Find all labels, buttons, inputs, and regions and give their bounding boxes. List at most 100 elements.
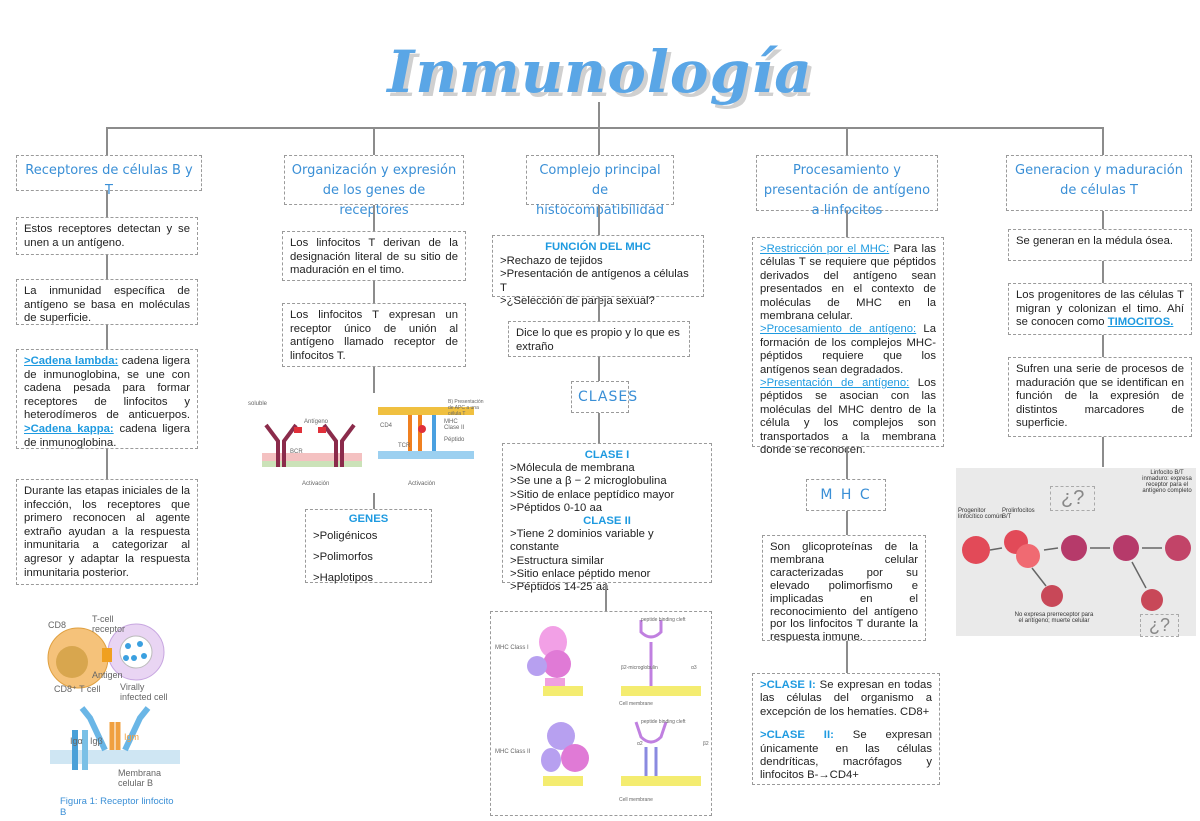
col5-box-maduracion: Sufren una serie de procesos de maduraci… bbox=[1008, 357, 1192, 437]
genes-title: GENES bbox=[348, 513, 389, 525]
col2-box-timo-text: Los linfocitos T derivan de la designaci… bbox=[290, 237, 458, 277]
timocitos-link[interactable]: TIMOCITOS. bbox=[1107, 316, 1174, 329]
mhc-label: M H C bbox=[820, 487, 872, 503]
col3-heading-text: Complejo principal de histocompatibilida… bbox=[536, 163, 664, 218]
connector bbox=[598, 205, 600, 235]
b2m-label: β2-microglobulin bbox=[621, 665, 658, 671]
col4-heading-text: Procesamiento y presentación de antígeno… bbox=[763, 163, 931, 218]
clase1-item: >Se une a β − 2 microglobulina bbox=[510, 475, 667, 488]
mhc-class-illustration bbox=[527, 620, 701, 786]
connector bbox=[598, 297, 600, 321]
col5-box-medula-text: Se generan en la médula ósea. bbox=[1016, 235, 1174, 247]
col1-box-inmunidad-text: La inmunidad específica de antígeno se b… bbox=[24, 285, 190, 325]
connector bbox=[846, 511, 848, 535]
branch-line bbox=[1102, 127, 1104, 155]
restriccion-text: Para las células T se requiere que pépti… bbox=[760, 243, 936, 323]
genes-item: >Poligénicos bbox=[313, 530, 378, 542]
genes-box: GENES >Poligénicos >Polimorfos >Haplotip… bbox=[305, 509, 432, 584]
tcell-figure: CD8 T-cell receptor Antigen CD8⁺ T cell … bbox=[40, 610, 170, 702]
connector bbox=[106, 255, 108, 279]
progenitor-label: Progenitor linfocítico común bbox=[958, 508, 1003, 520]
figure1-caption[interactable]: Figura 1: Receptor linfocito B bbox=[60, 796, 174, 818]
cadena-lambda-link[interactable]: >Cadena lambda: bbox=[24, 355, 119, 367]
col1-box-detect-text: Estos receptores detectan y se unen a un… bbox=[24, 223, 190, 249]
col1-box-inmunidad: La inmunidad específica de antígeno se b… bbox=[16, 279, 198, 325]
connector bbox=[1102, 437, 1104, 467]
trunk-line bbox=[598, 102, 600, 128]
col1-box-detect: Estos receptores detectan y se unen a un… bbox=[16, 217, 198, 255]
cell-membrane-label-2: Cell membrane bbox=[619, 797, 653, 803]
clases-label-box: CLASES bbox=[571, 381, 637, 413]
connector bbox=[1102, 335, 1104, 357]
fig-antigen-label: Antígeno bbox=[304, 419, 329, 425]
cd8-cell-label: CD8⁺ T cell bbox=[54, 684, 101, 694]
cd4-label: CD4 bbox=[380, 423, 393, 429]
connector bbox=[598, 413, 600, 443]
connector bbox=[598, 357, 600, 381]
membrane-label: Membrana celular B bbox=[118, 768, 162, 788]
tcell-illustration bbox=[47, 623, 165, 689]
glicoproteinas-box: Son glicoproteínas de la membrana celula… bbox=[762, 535, 926, 644]
connector bbox=[373, 281, 375, 303]
col5-heading: Generacion y maduración de células T bbox=[1006, 155, 1192, 211]
branch-line bbox=[846, 127, 848, 155]
col1-box-cadenas: >Cadena lambda: cadena ligera de inmunog… bbox=[16, 349, 198, 449]
cadena-kappa-link[interactable]: >Cadena kappa: bbox=[24, 422, 114, 435]
clase1-title: CLASE I bbox=[584, 449, 630, 461]
connector bbox=[106, 325, 108, 349]
a2-label: α2 bbox=[637, 741, 643, 747]
col5-box-medula: Se generan en la médula ósea. bbox=[1008, 229, 1192, 261]
connector bbox=[106, 191, 108, 217]
igb-label: Igβ bbox=[90, 736, 103, 746]
glicoproteinas-text: Son glicoproteínas de la membrana celula… bbox=[770, 541, 918, 644]
clase2-item: >Tiene 2 dominios variable y constante bbox=[510, 528, 654, 554]
b2-label: β2 bbox=[703, 741, 709, 747]
procesamiento-link[interactable]: >Procesamiento de antígeno: bbox=[760, 323, 917, 336]
genes-item: >Polimorfos bbox=[313, 551, 373, 563]
procesamiento-text: La formación de los complejos MHC-péptid… bbox=[760, 323, 936, 376]
funcion-item: >Presentación de antígenos a células T bbox=[500, 268, 689, 294]
no-expresa-label: No expresa prerreceptor para el antígeno… bbox=[1014, 612, 1094, 624]
col5-heading-text: Generacion y maduración de células T bbox=[1015, 163, 1183, 198]
propio-text: Dice lo que es propio y lo que es extrañ… bbox=[516, 327, 680, 353]
bcr-tcr-figure: soluble Antígeno BCR Activación B) Prese… bbox=[248, 393, 484, 493]
fig-tcr-label: TCR bbox=[398, 443, 411, 449]
presentacion-text: Los péptidos se asocian con las molécula… bbox=[760, 377, 936, 457]
bcell-receptor-figure: Igα Igβ Igm Membrana celular B Figura 1:… bbox=[50, 700, 180, 818]
main-horizontal-line bbox=[106, 127, 1103, 129]
branch-line bbox=[598, 127, 600, 155]
tcr-label: T-cell receptor bbox=[92, 614, 126, 634]
restriccion-mhc-link[interactable]: >Restricción por el MHC: bbox=[760, 243, 890, 255]
igm-label: Igm bbox=[124, 732, 140, 742]
connector bbox=[846, 447, 848, 479]
mhc-class-figure: peptide binding cleft MHC Class I β2-mic… bbox=[490, 611, 712, 816]
funcion-mhc-title: FUNCIÓN DEL MHC bbox=[545, 241, 651, 253]
col5-box-timocitos-text: Los progenitores de las células T migran… bbox=[1016, 289, 1184, 329]
question-mark-1: ¿? bbox=[1050, 486, 1096, 511]
branch-line bbox=[373, 127, 375, 155]
soluble-label: soluble bbox=[248, 401, 268, 407]
cleft2-label: peptide binding cleft bbox=[641, 719, 686, 725]
col2-box-receptor: Los linfocitos T expresan un receptor ún… bbox=[282, 303, 466, 367]
connector bbox=[846, 211, 848, 237]
clase2-title: CLASE II bbox=[583, 515, 631, 528]
activation-label-1: Activación bbox=[302, 481, 330, 487]
spacer bbox=[760, 719, 932, 729]
cadena-lambda-text: cadena ligera de inmunoglobina, se une c… bbox=[24, 355, 190, 422]
connector bbox=[1102, 261, 1104, 283]
col2-box-receptor-text: Los linfocitos T expresan un receptor ún… bbox=[290, 309, 458, 362]
col1-box-infeccion: Durante las etapas iniciales de la infec… bbox=[16, 479, 198, 585]
activation-label-2: Activación bbox=[408, 481, 436, 487]
connector bbox=[373, 205, 375, 231]
presentacion-link[interactable]: >Presentación de antígeno: bbox=[760, 377, 910, 390]
bcr-label: BCR bbox=[290, 449, 303, 455]
iga-label: Igα bbox=[70, 736, 83, 746]
inmaduro-label: Linfocito B/T inmaduro: expresa receptor… bbox=[1142, 470, 1192, 494]
infected-cell-label: Virally infected cell bbox=[120, 682, 168, 702]
clase1-expresion-text: Se expresan en todas las células del org… bbox=[760, 679, 932, 718]
genes-item: >Haplotipos bbox=[313, 572, 373, 584]
connector bbox=[1102, 211, 1104, 229]
clase1-item: >Péptidos 0-10 aa bbox=[510, 501, 603, 514]
bcr-tcr-illustration bbox=[262, 407, 474, 467]
cell-membrane-label-1: Cell membrane bbox=[619, 701, 653, 707]
